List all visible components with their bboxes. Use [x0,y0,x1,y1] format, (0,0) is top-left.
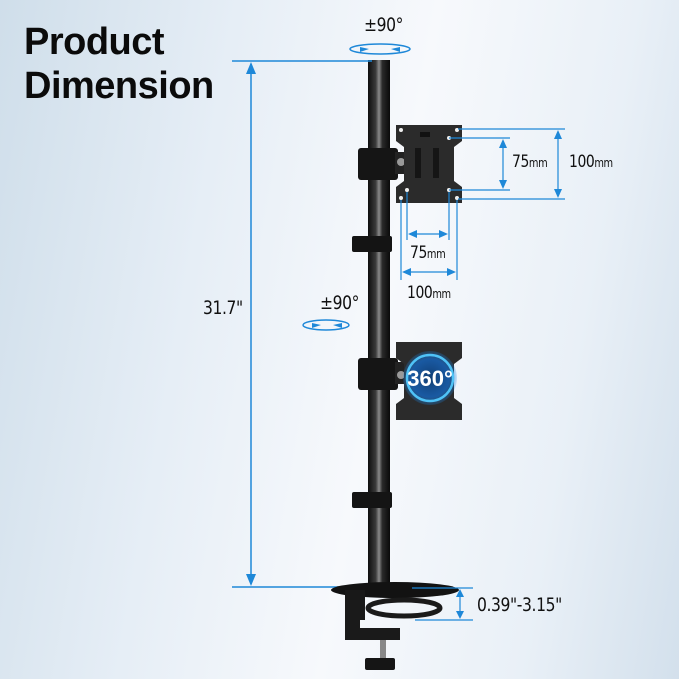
rotation-arrow-icon [302,319,350,331]
vesa-plate-upper [396,125,462,203]
upper-arm-joint [358,148,407,180]
swivel-badge-text: 360° [407,366,453,391]
desk-clamp [331,582,459,670]
vesa-plate-lower: 360° [396,342,462,420]
mid-rotation-label: ±90° [320,292,360,314]
vesa-inner-horizontal-label: 75mm [410,243,446,263]
rotation-360-badge-icon [403,351,457,405]
vesa-outer-vertical-label: 100mm [569,152,613,172]
height-label: 31.7" [203,297,243,319]
page-title: Product Dimension [24,20,214,108]
vesa-outer-horizontal-label: 100mm [407,283,451,303]
clamp-range-label: 0.39"-3.15" [477,594,562,616]
top-rotation-label: ±90° [364,14,404,36]
cable-clip [352,236,392,252]
vesa-inner-vertical-label: 75mm [512,152,548,172]
lower-arm-joint [358,358,407,390]
pole [368,60,390,590]
cable-clip [352,492,392,508]
title-line-2: Dimension [24,65,214,107]
title-line-1: Product [24,21,165,63]
rotation-arrow-icon [349,43,411,55]
